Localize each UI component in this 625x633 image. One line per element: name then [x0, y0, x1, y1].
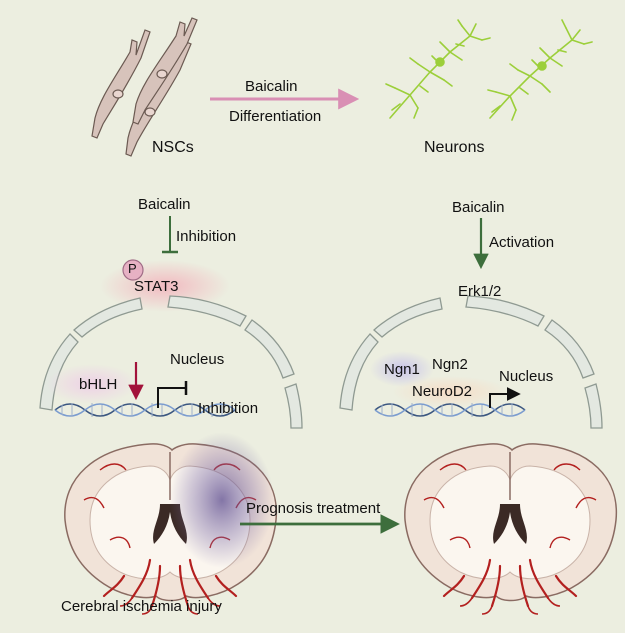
differentiation-label: Differentiation: [229, 108, 322, 125]
ngn1-glow: [370, 351, 434, 387]
erk-label: Erk1/2: [458, 283, 502, 300]
stat3-label: STAT3: [134, 278, 179, 295]
neuron-illustration-2: [487, 19, 593, 121]
inhibition-label: Inhibition: [176, 228, 237, 245]
nsc-cells-illustration: [91, 17, 198, 157]
nscs-label: NSCs: [152, 139, 194, 156]
ngn2-label: Ngn2: [432, 356, 468, 373]
promoter-inhibition: [157, 387, 186, 408]
dna-inhibition-label: Inhibition: [198, 400, 259, 417]
ngn1-label: Ngn1: [384, 361, 420, 378]
dna-left: [54, 403, 236, 417]
prognosis-treatment-label: Prognosis treatment: [246, 500, 381, 517]
neuron-illustration-1: [385, 19, 491, 119]
cerebral-ischemia-label: Cerebral ischemia injury: [61, 598, 222, 615]
brain-injured: [64, 432, 278, 615]
baicalin-left-label: Baicalin: [138, 196, 191, 213]
nucleus-right-label: Nucleus: [499, 368, 554, 385]
injury-region: [170, 432, 274, 568]
baicalin-top-label: Baicalin: [245, 78, 298, 95]
dna-right: [374, 403, 526, 417]
brain-recovered: [404, 443, 618, 615]
activation-label: Activation: [489, 234, 555, 251]
neurod2-label: NeuroD2: [412, 383, 473, 400]
bhlh-label: bHLH: [79, 376, 118, 393]
nucleus-left-label: Nucleus: [170, 351, 225, 368]
promoter-activation: [489, 387, 521, 408]
neurons-label: Neurons: [424, 139, 485, 156]
bhlh-glow: [46, 364, 138, 404]
phospho-label: P: [128, 261, 137, 276]
nuclear-envelope-right: [339, 295, 603, 429]
neurod2-glow: [392, 376, 508, 408]
baicalin-right-label: Baicalin: [452, 199, 505, 216]
phospho-circle: [122, 259, 144, 281]
